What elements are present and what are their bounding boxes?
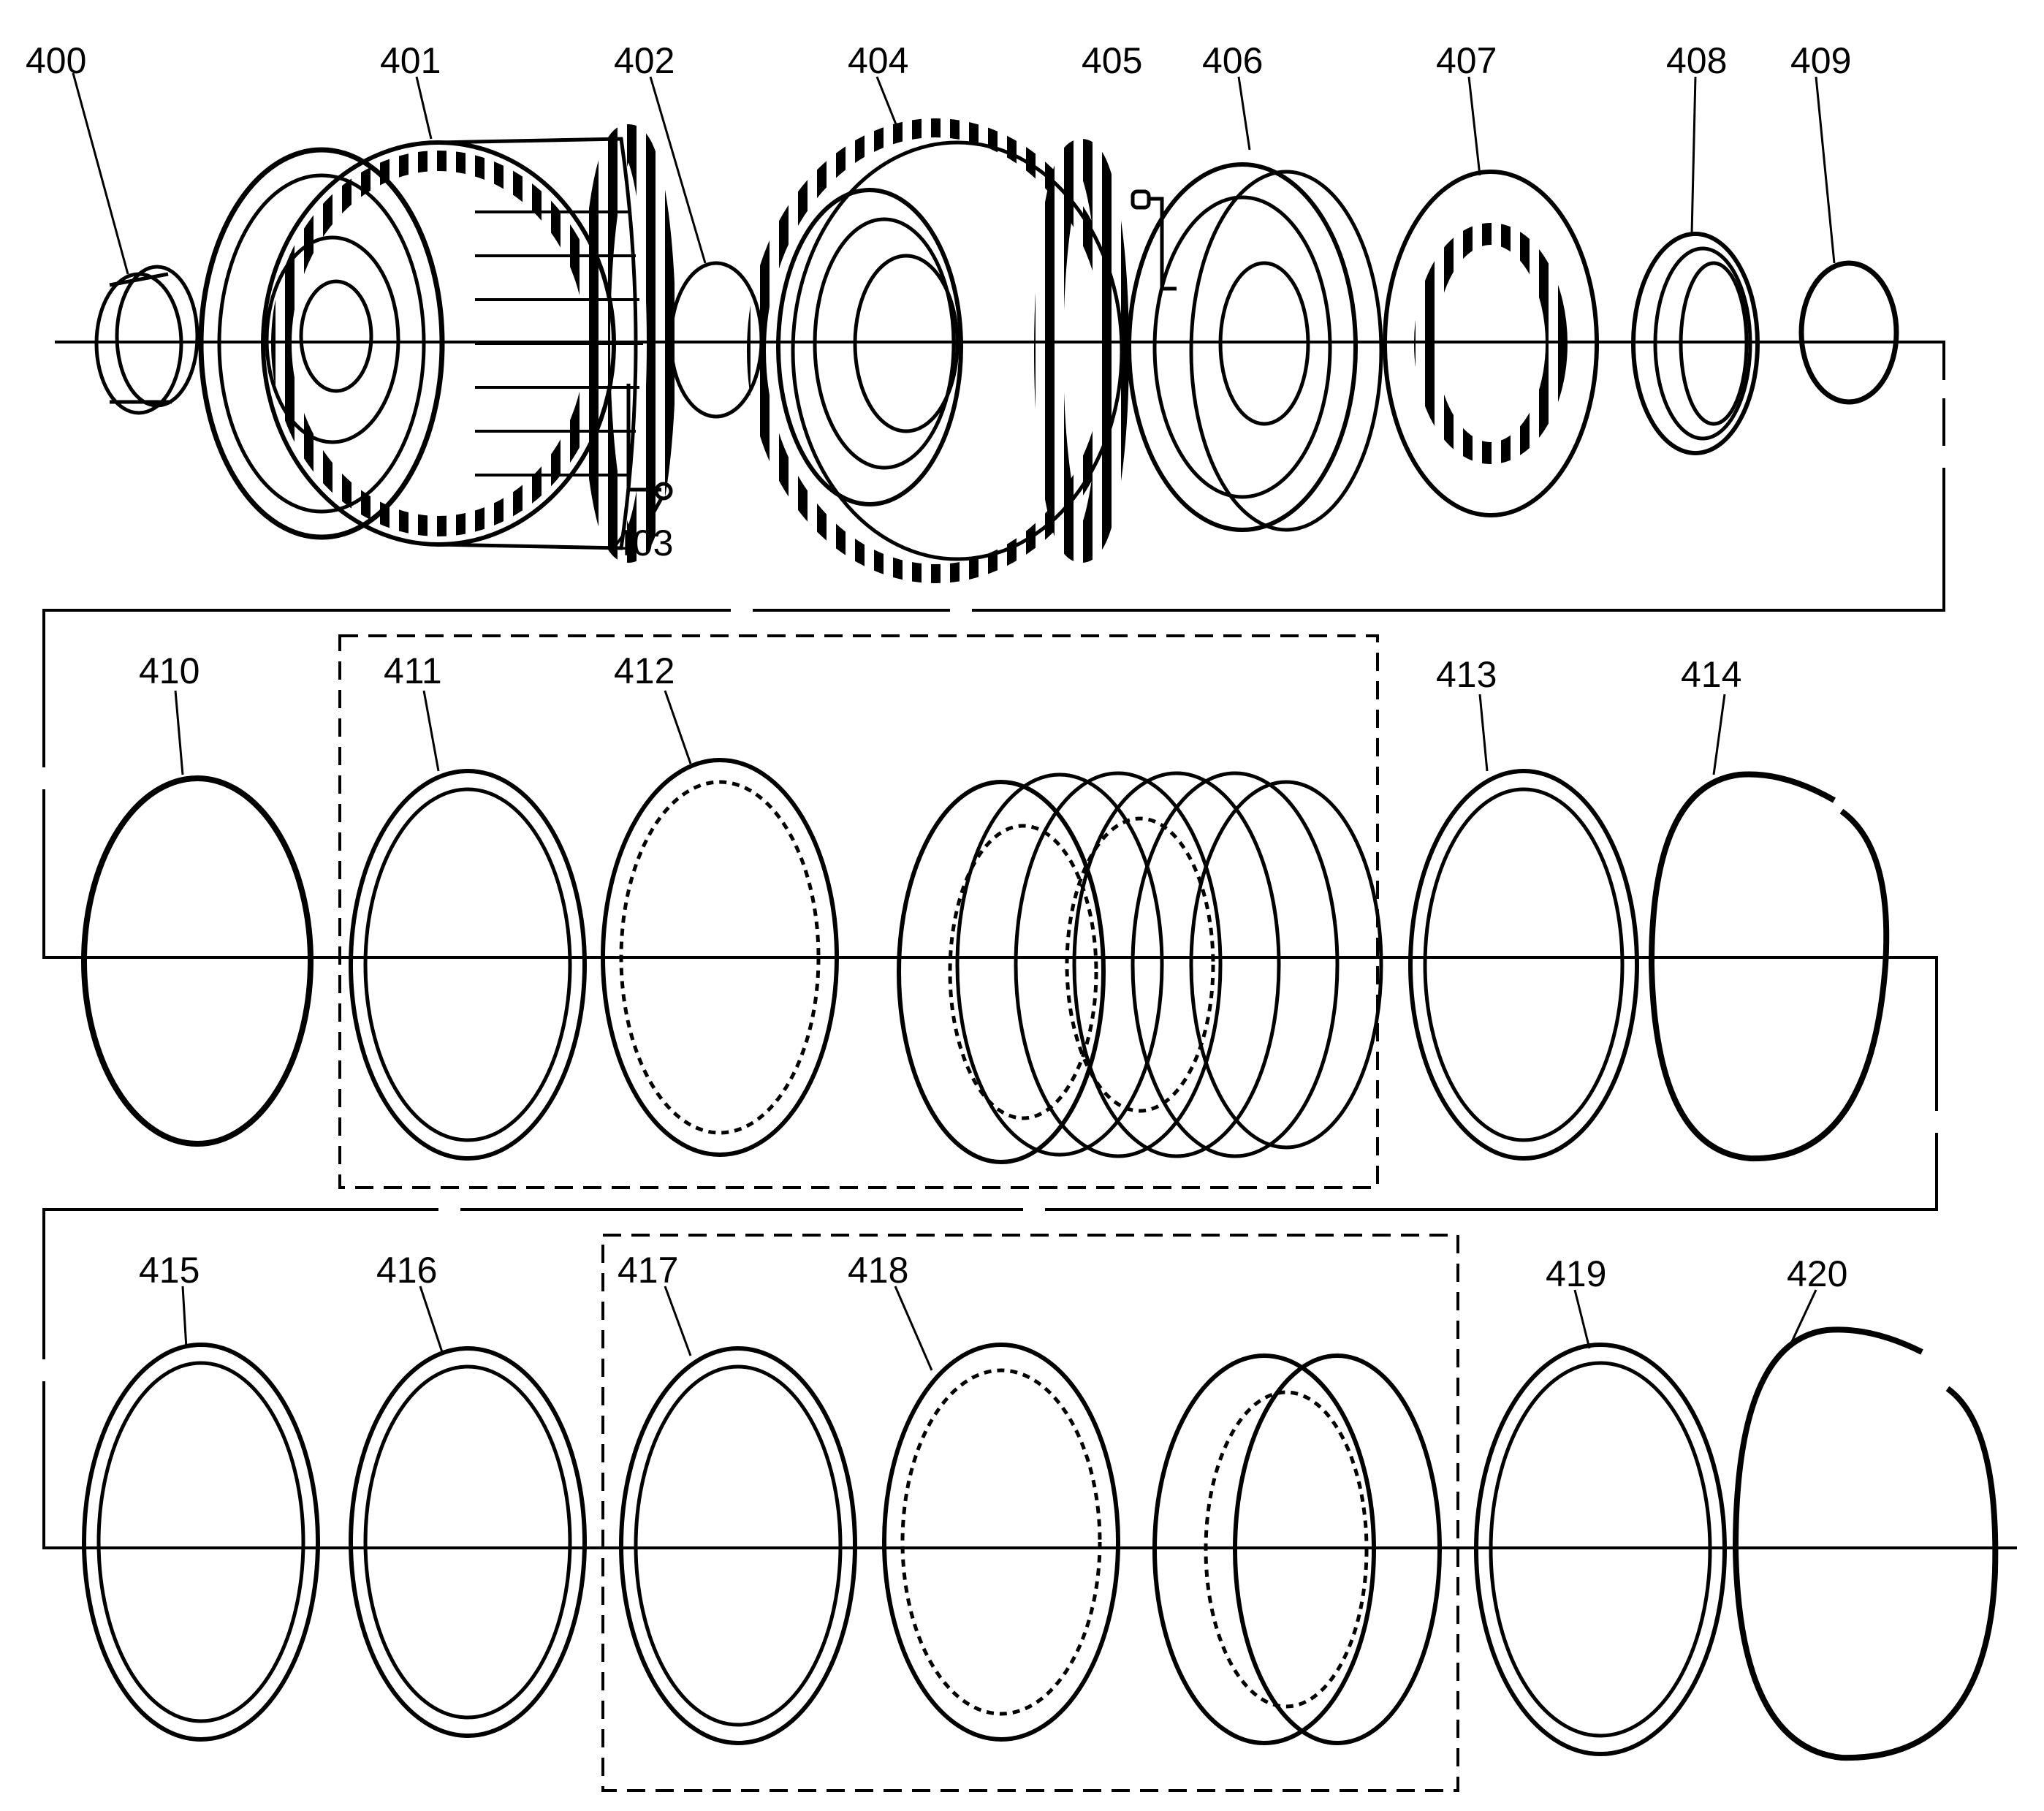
part-419-backing-plate xyxy=(1474,1343,1727,1756)
group-box-middle xyxy=(338,634,1379,1189)
group-box-bottom xyxy=(601,1234,1459,1792)
part-420-snap-ring xyxy=(1732,1326,1999,1761)
label-418: 418 xyxy=(848,1250,908,1291)
label-407: 407 xyxy=(1436,40,1497,81)
part-411-clutch-plate xyxy=(349,769,587,1161)
clutch-pack-stack xyxy=(897,771,1383,1164)
leader-lines xyxy=(72,72,1836,1371)
connector-dashes xyxy=(40,380,1948,1381)
part-412-clutch-plate xyxy=(601,758,839,1157)
part-405-plug xyxy=(1131,189,1177,291)
label-403: 403 xyxy=(612,523,673,563)
part-417-clutch-plate xyxy=(619,1346,857,1745)
part-400-ring xyxy=(94,265,200,415)
part-413-backing-plate xyxy=(1408,769,1639,1161)
part-406-piston xyxy=(1127,162,1383,532)
label-401: 401 xyxy=(380,40,441,81)
label-414: 414 xyxy=(1681,654,1741,695)
label-402: 402 xyxy=(614,40,675,81)
label-410: 410 xyxy=(139,650,200,691)
label-416: 416 xyxy=(376,1250,437,1291)
part-403-check-ball xyxy=(626,384,673,513)
axis-path xyxy=(42,341,2017,1549)
label-409: 409 xyxy=(1790,40,1851,81)
part-414-snap-ring xyxy=(1648,771,1890,1162)
part-407-spring-plate xyxy=(1383,170,1599,517)
part-labels: 400 401 402 403 404 405 406 407 408 409 … xyxy=(26,40,1851,1294)
label-415: 415 xyxy=(139,1250,200,1291)
clutch-pack-bottom xyxy=(1152,1353,1442,1745)
part-416-clutch-plate xyxy=(349,1346,587,1738)
part-410-ring xyxy=(81,775,314,1147)
label-413: 413 xyxy=(1436,654,1497,695)
label-412: 412 xyxy=(614,650,675,691)
label-400: 400 xyxy=(26,40,86,81)
label-411: 411 xyxy=(384,650,442,691)
label-420: 420 xyxy=(1787,1253,1847,1294)
part-415-clutch-plate xyxy=(82,1343,320,1742)
label-405: 405 xyxy=(1082,40,1142,81)
label-419: 419 xyxy=(1546,1253,1606,1294)
part-404-clutch-drum xyxy=(747,118,1129,583)
part-401-clutch-housing xyxy=(198,124,676,563)
label-417: 417 xyxy=(618,1250,678,1291)
label-406: 406 xyxy=(1202,40,1263,81)
part-408-retainer xyxy=(1631,232,1760,455)
part-418-clutch-plate xyxy=(882,1343,1120,1742)
label-408: 408 xyxy=(1666,40,1727,81)
part-409-snap-ring xyxy=(1798,260,1899,405)
label-404: 404 xyxy=(848,40,908,81)
